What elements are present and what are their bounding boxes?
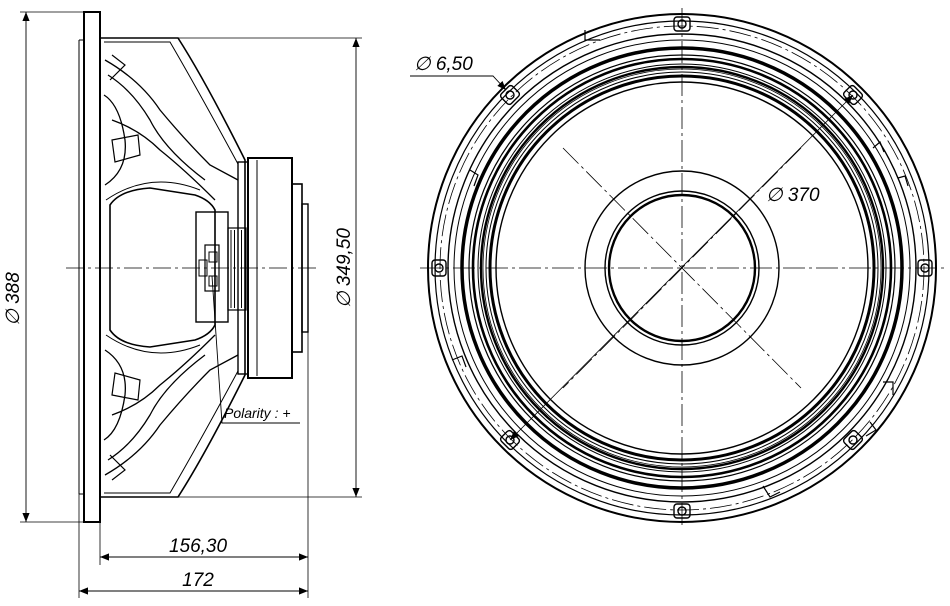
basket-diameter-label: ∅ 349,50: [334, 228, 355, 308]
front-flange: [83, 11, 101, 523]
front-view: [420, 8, 944, 528]
mounting-hole-label: ∅ 6,50: [414, 54, 473, 75]
magnet-fins: [227, 227, 247, 311]
basket-outline: [99, 37, 246, 498]
total-depth-label: 172: [182, 570, 214, 591]
basket-rib-upper: [103, 59, 239, 201]
depth-to-flange-label: 156,30: [169, 536, 228, 557]
dimension-mounting-hole: ∅ 6,50: [410, 54, 507, 91]
dimension-bolt-circle: ∅ 370: [509, 94, 854, 441]
dimension-depth-to-flange: 156,30: [99, 332, 309, 598]
dimension-basket-diameter: ∅ 349,50: [178, 37, 362, 498]
polarity-leader: [211, 275, 300, 424]
dimension-overall-diameter: ∅ 388: [3, 11, 84, 523]
frame-notches: [451, 30, 909, 498]
dimension-total-depth: 172: [78, 494, 308, 598]
basket-rib-lower: [103, 334, 239, 476]
bolt-circle-label: ∅ 370: [766, 185, 820, 206]
terminal-block: [195, 211, 229, 323]
side-view: Polarity : +: [66, 11, 318, 523]
overall-diameter-label: ∅ 388: [3, 272, 24, 326]
polarity-label: Polarity : +: [224, 405, 291, 421]
